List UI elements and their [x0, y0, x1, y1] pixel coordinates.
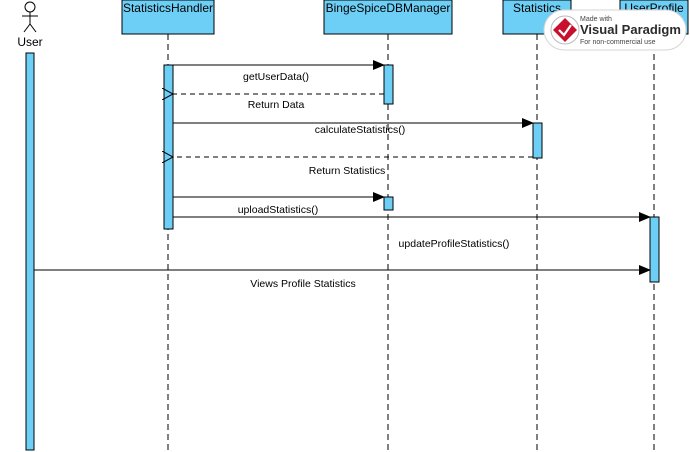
- visual-paradigm-logo-icon: [550, 15, 580, 45]
- watermark-made-with: Made with: [580, 16, 612, 23]
- message-label: Return Statistics: [309, 165, 385, 177]
- profile-activation-bar: [649, 216, 660, 283]
- db-activation-bar-1: [383, 64, 394, 105]
- lifeline-statistics: Statistics: [502, 0, 572, 452]
- message-label: getUserData(): [243, 71, 309, 83]
- lifeline-statistics-handler: StatisticsHandler: [121, 0, 215, 452]
- actor-user: User: [17, 1, 43, 49]
- message-return-data: Return Data: [173, 94, 384, 111]
- message-label: updateProfileStatistics(): [399, 238, 510, 250]
- lifeline-label: StatisticsHandler: [123, 1, 213, 15]
- handler-activation-bar: [163, 64, 174, 230]
- message-return-statistics: Return Statistics: [173, 157, 533, 177]
- visual-paradigm-watermark: Made with Visual Paradigm For non-commer…: [543, 9, 687, 51]
- message-label: Return Data: [248, 99, 305, 111]
- message-label: calculateStatistics(): [315, 124, 405, 136]
- message-getuserdata: getUserData(): [173, 60, 385, 83]
- lifeline-db-manager: BingeSpiceDBManager: [323, 0, 453, 452]
- message-uploadstatistics: uploadStatistics(): [173, 204, 651, 222]
- user-activation-bar: [25, 52, 35, 451]
- message-label: uploadStatistics(): [238, 204, 319, 216]
- watermark-brand: Visual Paradigm: [580, 22, 681, 37]
- lifeline-label: BingeSpiceDBManager: [326, 1, 451, 15]
- message-calculatestatistics: calculateStatistics(): [173, 118, 534, 136]
- db-activation-bar-2: [383, 196, 394, 211]
- stats-activation-bar: [532, 122, 543, 159]
- lifeline-label: Statistics: [513, 1, 561, 15]
- actor-label: User: [17, 35, 42, 49]
- message-label: Views Profile Statistics: [250, 278, 355, 290]
- message-updateprofilestatistics: updateProfileStatistics(): [399, 238, 510, 250]
- message-views-profile-statistics: Views Profile Statistics: [34, 265, 651, 290]
- watermark-note: For non-commercial use: [580, 39, 656, 46]
